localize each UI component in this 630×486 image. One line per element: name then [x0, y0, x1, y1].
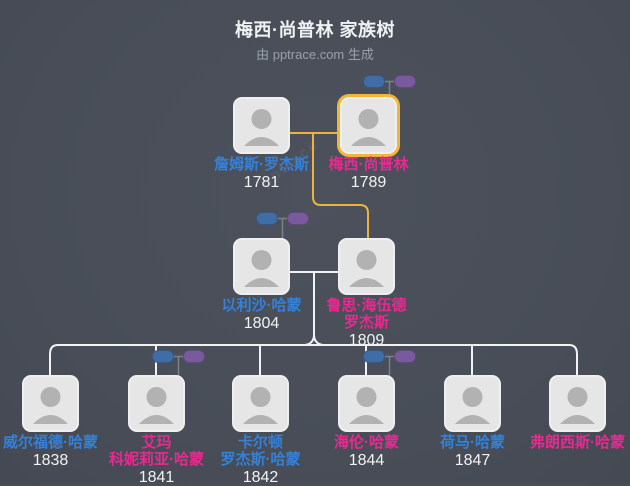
person-avatar-icon [234, 377, 287, 430]
birth-year: 1809 [292, 332, 442, 349]
collapsed-pair-link [385, 82, 394, 98]
collapsed-father-pill-elisha-harmon[interactable] [256, 212, 278, 225]
person-avatar-icon [130, 377, 183, 430]
person-avatar-icon [446, 377, 499, 430]
person-name: 罗杰斯 [292, 314, 442, 331]
person-avatar-icon [551, 377, 604, 430]
person-avatar-icon [342, 99, 395, 152]
collapsed-pair-link [385, 357, 394, 376]
person-card-elisha-harmon[interactable] [233, 238, 290, 295]
collapsed-father-pill-emma-cornelia-harmon[interactable] [152, 350, 174, 363]
person-card-james-rogers[interactable] [233, 97, 290, 154]
person-name: 弗朗西斯·哈蒙 [503, 434, 630, 451]
page-title: 梅西·尚普林 家族树 [0, 16, 630, 42]
person-avatar-icon [340, 377, 393, 430]
collapsed-father-pill-helen-harmon[interactable] [363, 350, 385, 363]
collapsed-mother-pill-helen-harmon[interactable] [394, 350, 416, 363]
person-card-helen-harmon[interactable] [338, 375, 395, 432]
person-card-wilford-harmon[interactable] [22, 375, 79, 432]
person-card-ruth-haywood-rogers[interactable] [338, 238, 395, 295]
birth-year: 1847 [398, 452, 548, 469]
collapsed-pair-link [174, 357, 183, 376]
person-avatar-icon [235, 99, 288, 152]
collapsed-mother-pill-mercy-champlin[interactable] [394, 75, 416, 88]
collapsed-mother-pill-elisha-harmon[interactable] [287, 212, 309, 225]
birth-year: 1789 [294, 174, 444, 191]
person-card-emma-cornelia-harmon[interactable] [128, 375, 185, 432]
person-avatar-icon [235, 240, 288, 293]
collapsed-father-pill-mercy-champlin[interactable] [363, 75, 385, 88]
person-card-francis-harmon[interactable] [549, 375, 606, 432]
birth-year: 1842 [186, 469, 336, 486]
person-card-homer-harmon[interactable] [444, 375, 501, 432]
person-card-mercy-champlin[interactable] [340, 97, 397, 154]
person-name: 梅西·尚普林 [294, 156, 444, 173]
collapsed-pair-link [278, 219, 287, 239]
person-label-francis-harmon: 弗朗西斯·哈蒙 [503, 434, 630, 451]
person-card-carlton-rogers-harmon[interactable] [232, 375, 289, 432]
subtitle: 由 pptrace.com 生成 [0, 44, 630, 63]
person-avatar-icon [24, 377, 77, 430]
collapsed-mother-pill-emma-cornelia-harmon[interactable] [183, 350, 205, 363]
person-avatar-icon [340, 240, 393, 293]
person-name: 鲁思·海伍德 [292, 297, 442, 314]
